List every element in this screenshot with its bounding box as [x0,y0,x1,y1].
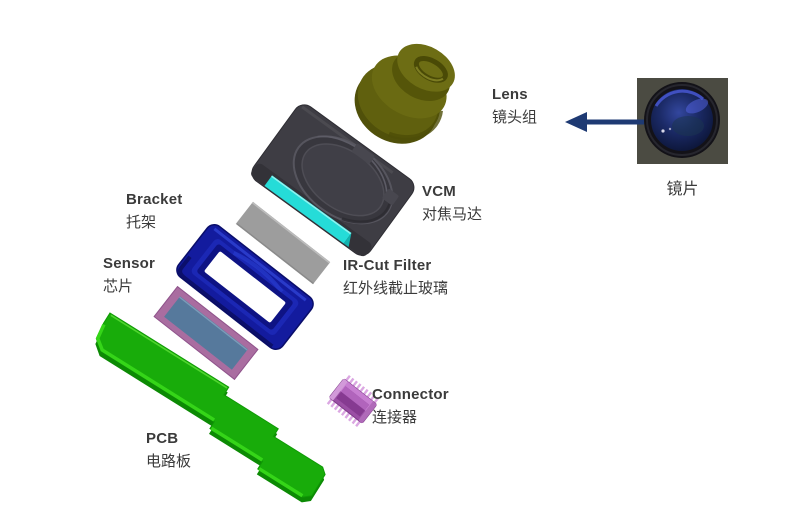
label-connector-en: Connector [372,386,449,403]
sensor-chip [153,285,259,381]
label-bracket: Bracket 托架 [126,189,182,233]
label-lens: Lens 镜头组 [492,84,537,128]
vcm-cyan-strip [264,175,352,247]
lens-photo [637,78,728,164]
vcm-housing [251,104,415,257]
label-sensor-zh: 芯片 [103,277,134,295]
label-ircut-zh: 红外线截止玻璃 [343,279,449,297]
label-lens-zh: 镜头组 [492,108,538,126]
pcb-side-edge [95,323,304,498]
connector-part [326,374,380,428]
label-bracket-zh: 托架 [126,213,157,231]
lens-photo-caption: 镜片 [666,179,699,198]
label-vcm: VCM 对焦马达 [422,181,482,225]
label-vcm-en: VCM [422,183,456,200]
sensor-chip-area [164,296,248,370]
label-sensor: Sensor 芯片 [103,253,155,297]
left-arrow-icon [565,112,644,132]
holder-cutout [204,251,286,323]
label-bracket-en: Bracket [126,191,183,208]
label-connector: Connector 连接器 [372,384,449,428]
lens-barrel [354,43,455,144]
sensor-holder [176,224,314,350]
label-vcm-zh: 对焦马达 [422,205,483,223]
label-lens-en: Lens [492,86,528,103]
label-ircut-en: IR-Cut Filter [343,257,432,274]
label-pcb-en: PCB [146,430,179,447]
bracket-plate [235,201,331,285]
label-ircut: IR-Cut Filter 红外线截止玻璃 [343,255,448,299]
label-pcb-zh: 电路板 [146,452,192,470]
label-sensor-en: Sensor [103,255,156,272]
connector-pins [326,374,380,428]
label-pcb: PCB 电路板 [146,428,191,472]
label-connector-zh: 连接器 [372,408,418,426]
pcb-board [95,312,326,503]
